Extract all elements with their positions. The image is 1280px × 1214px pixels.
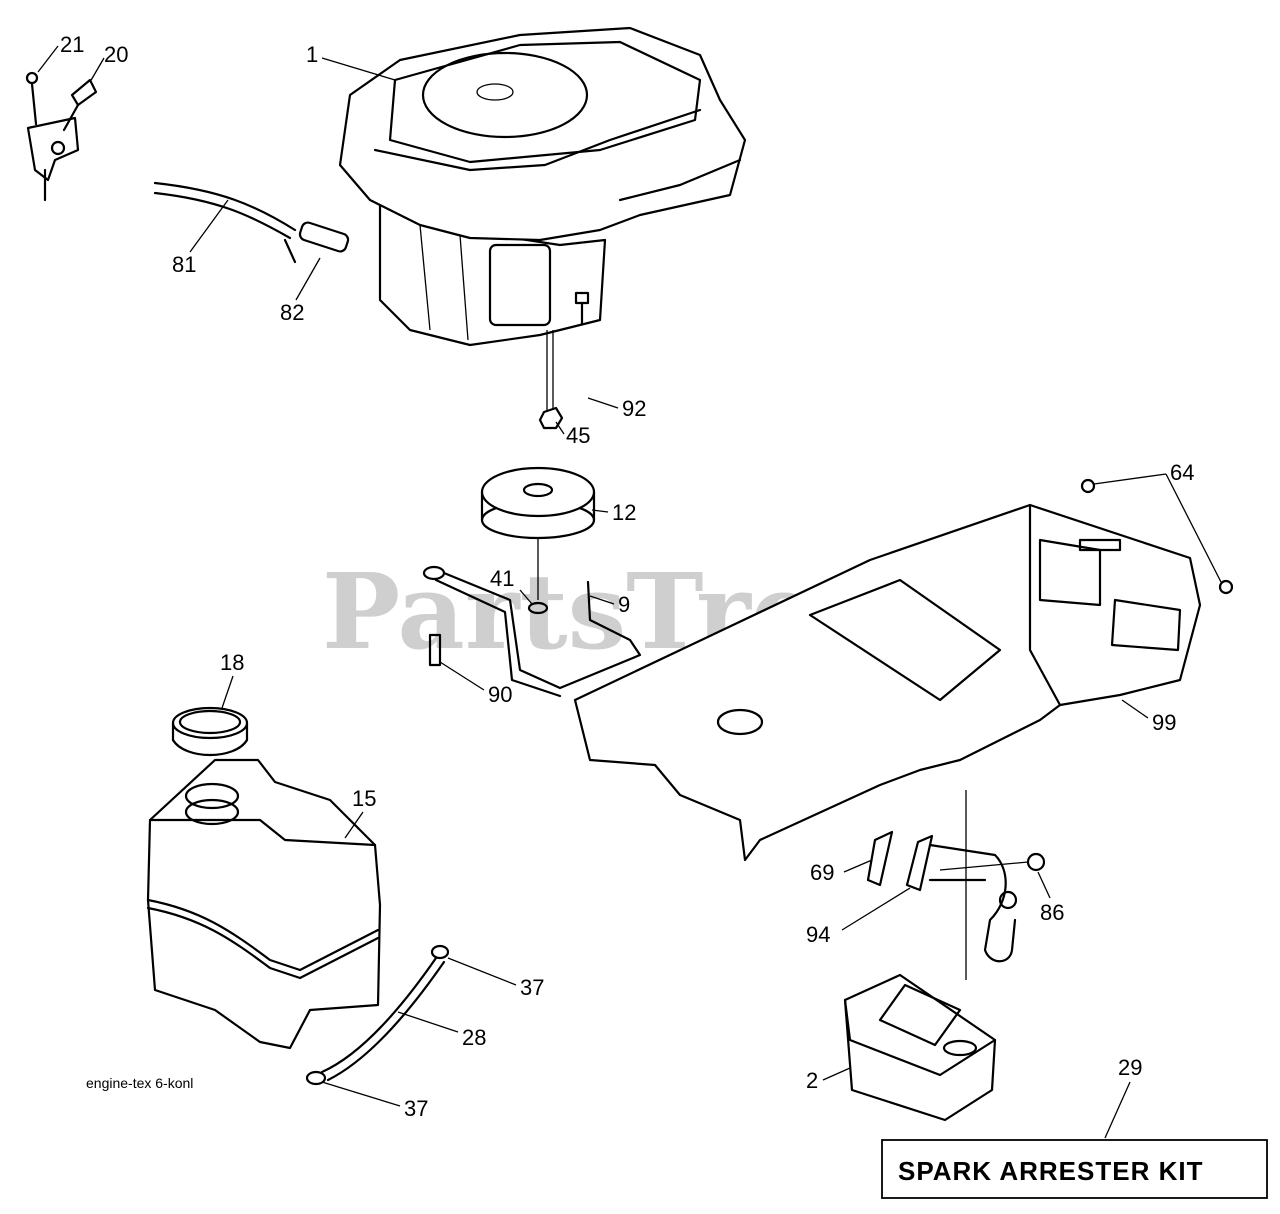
part-engine — [338, 26, 747, 347]
callout-45: 45 — [566, 423, 590, 448]
callout-92: 92 — [622, 396, 646, 421]
spark-arrester-kit-box: SPARK ARRESTER KIT — [881, 1139, 1268, 1199]
part-frame-plate — [573, 478, 1234, 862]
spark-arrester-kit-label: SPARK ARRESTER KIT — [898, 1156, 1203, 1186]
callout-41: 41 — [490, 566, 514, 591]
callout-37-bottom: 37 — [404, 1096, 428, 1121]
part-fuel-hose — [153, 181, 350, 264]
part-muffler — [843, 973, 997, 1122]
callout-20: 20 — [104, 42, 128, 67]
callouts: 1 2 9 12 15 18 20 21 28 29 37 37 41 45 6… — [37, 32, 1223, 1139]
part-bolt-nut — [538, 291, 590, 430]
callout-94: 94 — [806, 922, 830, 947]
callout-18: 18 — [220, 650, 244, 675]
drawing-note: engine-tex 6-konl — [86, 1075, 193, 1091]
part-exhaust-pipe — [866, 790, 1046, 980]
callout-99: 99 — [1152, 710, 1176, 735]
part-fuel-tank — [146, 758, 382, 1050]
part-fuel-line — [305, 944, 450, 1086]
callout-28: 28 — [462, 1025, 486, 1050]
callout-9: 9 — [618, 592, 630, 617]
part-gas-cap — [171, 706, 249, 757]
callout-15: 15 — [352, 786, 376, 811]
callout-86: 86 — [1040, 900, 1064, 925]
callout-2: 2 — [806, 1068, 818, 1093]
callout-21: 21 — [60, 32, 84, 57]
part-pulley — [480, 466, 596, 615]
callout-37-top: 37 — [520, 975, 544, 1000]
callout-64: 64 — [1170, 460, 1194, 485]
callout-90: 90 — [488, 682, 512, 707]
callout-82: 82 — [280, 300, 304, 325]
part-throttle-bracket — [25, 71, 98, 202]
callout-1: 1 — [306, 42, 318, 67]
callout-69: 69 — [810, 860, 834, 885]
callout-29: 29 — [1118, 1055, 1142, 1080]
callout-12: 12 — [612, 500, 636, 525]
callout-81: 81 — [172, 252, 196, 277]
part-belt-guide — [422, 565, 642, 698]
